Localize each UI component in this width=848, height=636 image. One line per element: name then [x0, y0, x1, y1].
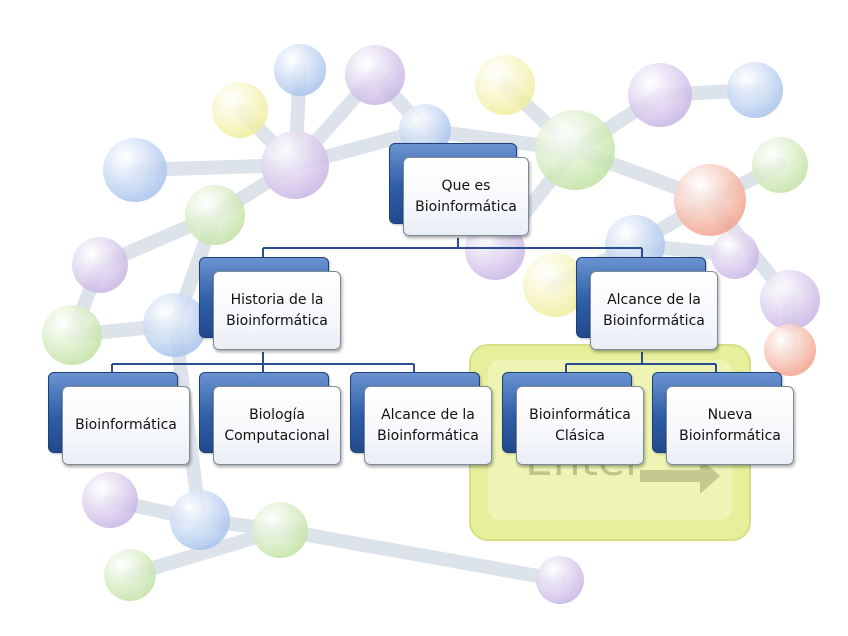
- molecule-atom: [103, 138, 167, 202]
- molecule-bond: [273, 523, 567, 587]
- molecule-atom: [475, 55, 535, 115]
- molecule-atom: [252, 502, 308, 558]
- molecule-atom: [711, 231, 759, 279]
- molecule-atom: [727, 62, 783, 118]
- molecule-atom: [760, 270, 820, 330]
- molecule-atom: [345, 45, 405, 105]
- molecule-atom: [274, 44, 326, 96]
- leaf-node-box: Bioinformática: [62, 386, 190, 465]
- leaf-node-bioinformatica: Bioinformática: [48, 372, 190, 467]
- molecule-atom: [82, 472, 138, 528]
- molecule-atom: [185, 185, 245, 245]
- molecule-atom: [143, 293, 207, 357]
- molecule-atoms: [42, 44, 820, 604]
- molecule-atom: [764, 324, 816, 376]
- leaf-node-label: Bioinformática: [75, 417, 177, 433]
- molecule-atom: [212, 82, 268, 138]
- molecule-atom: [536, 556, 584, 604]
- molecule-atom: [170, 490, 230, 550]
- molecule-atom: [523, 253, 587, 317]
- molecule-atom: [535, 110, 615, 190]
- enter-arrow-icon: [640, 458, 720, 494]
- molecule-atom: [674, 164, 746, 236]
- molecule-atom: [104, 549, 156, 601]
- molecule-atom: [42, 305, 102, 365]
- molecule-atom: [752, 137, 808, 193]
- molecule-atom: [628, 63, 692, 127]
- molecule-atom: [261, 131, 329, 199]
- molecule-atom: [72, 237, 128, 293]
